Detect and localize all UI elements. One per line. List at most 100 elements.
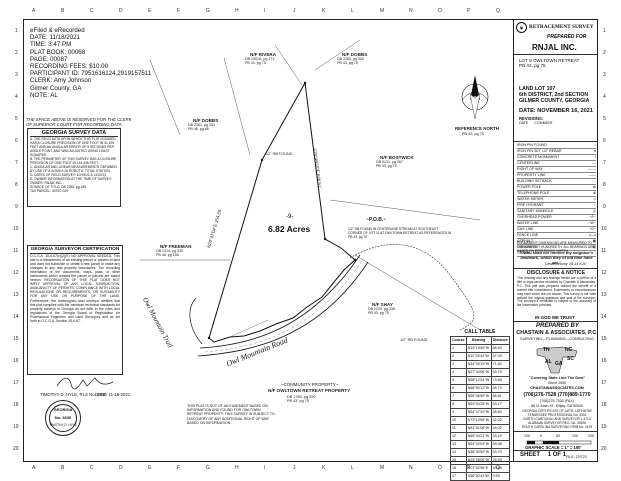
survey-data-item: A. THE FIELD DATA UPON WHICH THIS PLAT I…	[30, 137, 116, 157]
revisions-label: REVISIONS:	[519, 116, 544, 121]
call-table-cell: N07°52'56"E	[465, 464, 492, 473]
grid-number: 18	[13, 402, 19, 408]
date-label: DATE:	[519, 108, 536, 114]
call-table-cell: 57.03'	[490, 352, 511, 361]
owner-ref: DB 2361, pg 333 PB 46, pg 86	[188, 123, 215, 132]
efile-line: eFiled & eRecorded	[30, 27, 85, 34]
survey-data-box: GEORGIA SURVEY DATA A. THE FIELD DATA UP…	[27, 128, 121, 207]
call-table-cell: N68°50'12"W	[465, 384, 492, 393]
legend-row: GAS LINE~G~	[517, 227, 596, 233]
legend-symbol-icon: ——	[588, 173, 596, 177]
call-table-cell: 33.19'	[490, 432, 511, 441]
legend-label: SANITARY MANHOLE	[517, 209, 554, 213]
call-table-cell: 49.02'	[490, 424, 511, 433]
grid-number: 16	[601, 358, 607, 364]
grid-letter: H	[235, 8, 239, 14]
legend-symbol-icon: ~P~	[589, 215, 596, 219]
call-table-cell: 14	[450, 448, 467, 457]
call-table-cell: 53.70'	[490, 448, 511, 457]
survey-data-title: GEORGIA SURVEY DATA	[30, 130, 118, 137]
legend-symbol-icon: ○	[593, 143, 596, 147]
call-table-cell: N55°06'59"W	[465, 392, 492, 401]
legend-symbol-icon: ▤	[592, 245, 596, 249]
grid-number: 16	[13, 358, 19, 364]
call-table-cell: 9	[450, 408, 467, 417]
efile-line: TIME: 3:47 PM	[30, 41, 72, 49]
legend-note: PERMANENT DIMENSIONS ARE MEASURED TO THE…	[517, 241, 595, 253]
efile-line: Gilmer County, GA	[30, 84, 82, 92]
grid-letter: N	[409, 465, 413, 471]
call-table-cell: 3	[450, 360, 467, 369]
grid-number: 15	[13, 336, 19, 342]
grid-letter: J	[293, 465, 296, 471]
grid-letter: D	[119, 8, 123, 14]
legend-label: IRON PIN SET 1/2" REBAR	[517, 149, 562, 153]
state-sc: SC	[567, 356, 574, 362]
owner-ref: DB 3131, pg 267 PB 43, pg 75	[376, 160, 403, 169]
call-table-cell: N73°12'56"W	[465, 416, 492, 425]
survey-data-item: C. ANGULAR AND LINEAR MEASUREMENTS OBTAI…	[30, 165, 117, 173]
grid-letter: G	[206, 465, 210, 471]
legend-label: TELEPHONE POLE	[517, 191, 550, 195]
company-since: Since 1990	[548, 381, 566, 385]
owner-name: N/F DOBBS	[193, 118, 219, 123]
grid-number: 1	[603, 28, 606, 34]
scale-label: GRAPHIC SCALE = 1" = 100'	[525, 445, 582, 450]
state-ga: GA	[555, 361, 563, 367]
legend-symbol-icon: ♁	[593, 203, 596, 207]
legend-symbol-icon: ◎	[592, 209, 596, 213]
state-al: AL	[545, 359, 552, 365]
call-table-header: Bearing	[465, 336, 492, 345]
trust-motto: IN GOD WE TRUST	[535, 315, 575, 320]
legend-row: ASPHALT▦	[517, 239, 596, 245]
legend-symbol-icon: —	[592, 161, 596, 165]
call-table-cell: 2	[450, 352, 467, 361]
grid-number: 6	[15, 138, 18, 144]
legend-label: PROPERTY LINE	[517, 173, 546, 177]
north-arrow	[461, 75, 489, 120]
legend-label: BUILDING SETBACK	[517, 179, 552, 183]
grid-number: 8	[603, 182, 606, 188]
owner-ref: DB 2401A, pg 171 PB 43, pg 75	[245, 57, 275, 66]
grid-letter: F	[177, 465, 181, 471]
owner-name: N/F FREEMAN	[160, 244, 192, 249]
sheet-row: SHEET 1 OF 1	[520, 452, 566, 458]
reference-north-ref: PB 43, pg 75	[462, 132, 484, 136]
grid-number: 15	[601, 336, 607, 342]
grid-letter: Q	[496, 8, 500, 14]
efile-line: PAGE: 00087	[30, 55, 68, 63]
efile-line: NOTE: AL	[30, 91, 58, 99]
owner-name: N/F BOSTWICK	[380, 155, 414, 160]
grid-letter: O	[438, 8, 442, 14]
legend-symbol-icon: ⊕	[592, 185, 596, 189]
legend-label: CONCRETE MONUMENT	[517, 155, 560, 159]
call-table-cell: 17	[450, 472, 467, 481]
owner-ref: DB 2360, pg 320 PB 43, pg 75	[337, 57, 364, 66]
call-table-cell: 38.84'	[490, 408, 511, 417]
file-number: FILE: 22I723	[566, 455, 587, 459]
company-address: 88 N. Main St., Ellijay, GA 30540	[531, 404, 583, 408]
grid-letter: G	[206, 8, 210, 14]
owner-name: N/F RIVERA	[250, 52, 277, 57]
state-logo: TN NC AL GA SC	[533, 343, 581, 375]
legend-symbol-icon: ◇	[593, 197, 596, 201]
grid-letter: N	[409, 8, 413, 14]
grid-number: 20	[13, 446, 19, 452]
call-table-cell: 56.81'	[490, 392, 511, 401]
grid-number: 19	[601, 424, 607, 430]
owner-label: N/F SHAY	[372, 302, 393, 307]
call-table-cell: N27°44'06"W	[465, 368, 492, 377]
surveyor-signature	[56, 377, 114, 390]
efile-line: PLAT BOOK: 00068	[30, 48, 86, 56]
owner-label: N/F BOSTWICK	[380, 155, 414, 160]
owner-ref: DB 2220, pg 336 PB 43, pg 75	[368, 307, 395, 316]
community-property-name: N/F OWLTOWN RETREAT PROPERTY	[268, 388, 351, 393]
disclosure-title: DISCLOSURE & NOTICE	[527, 270, 586, 276]
legend-row: IRON PIN FOUND○	[517, 143, 596, 149]
